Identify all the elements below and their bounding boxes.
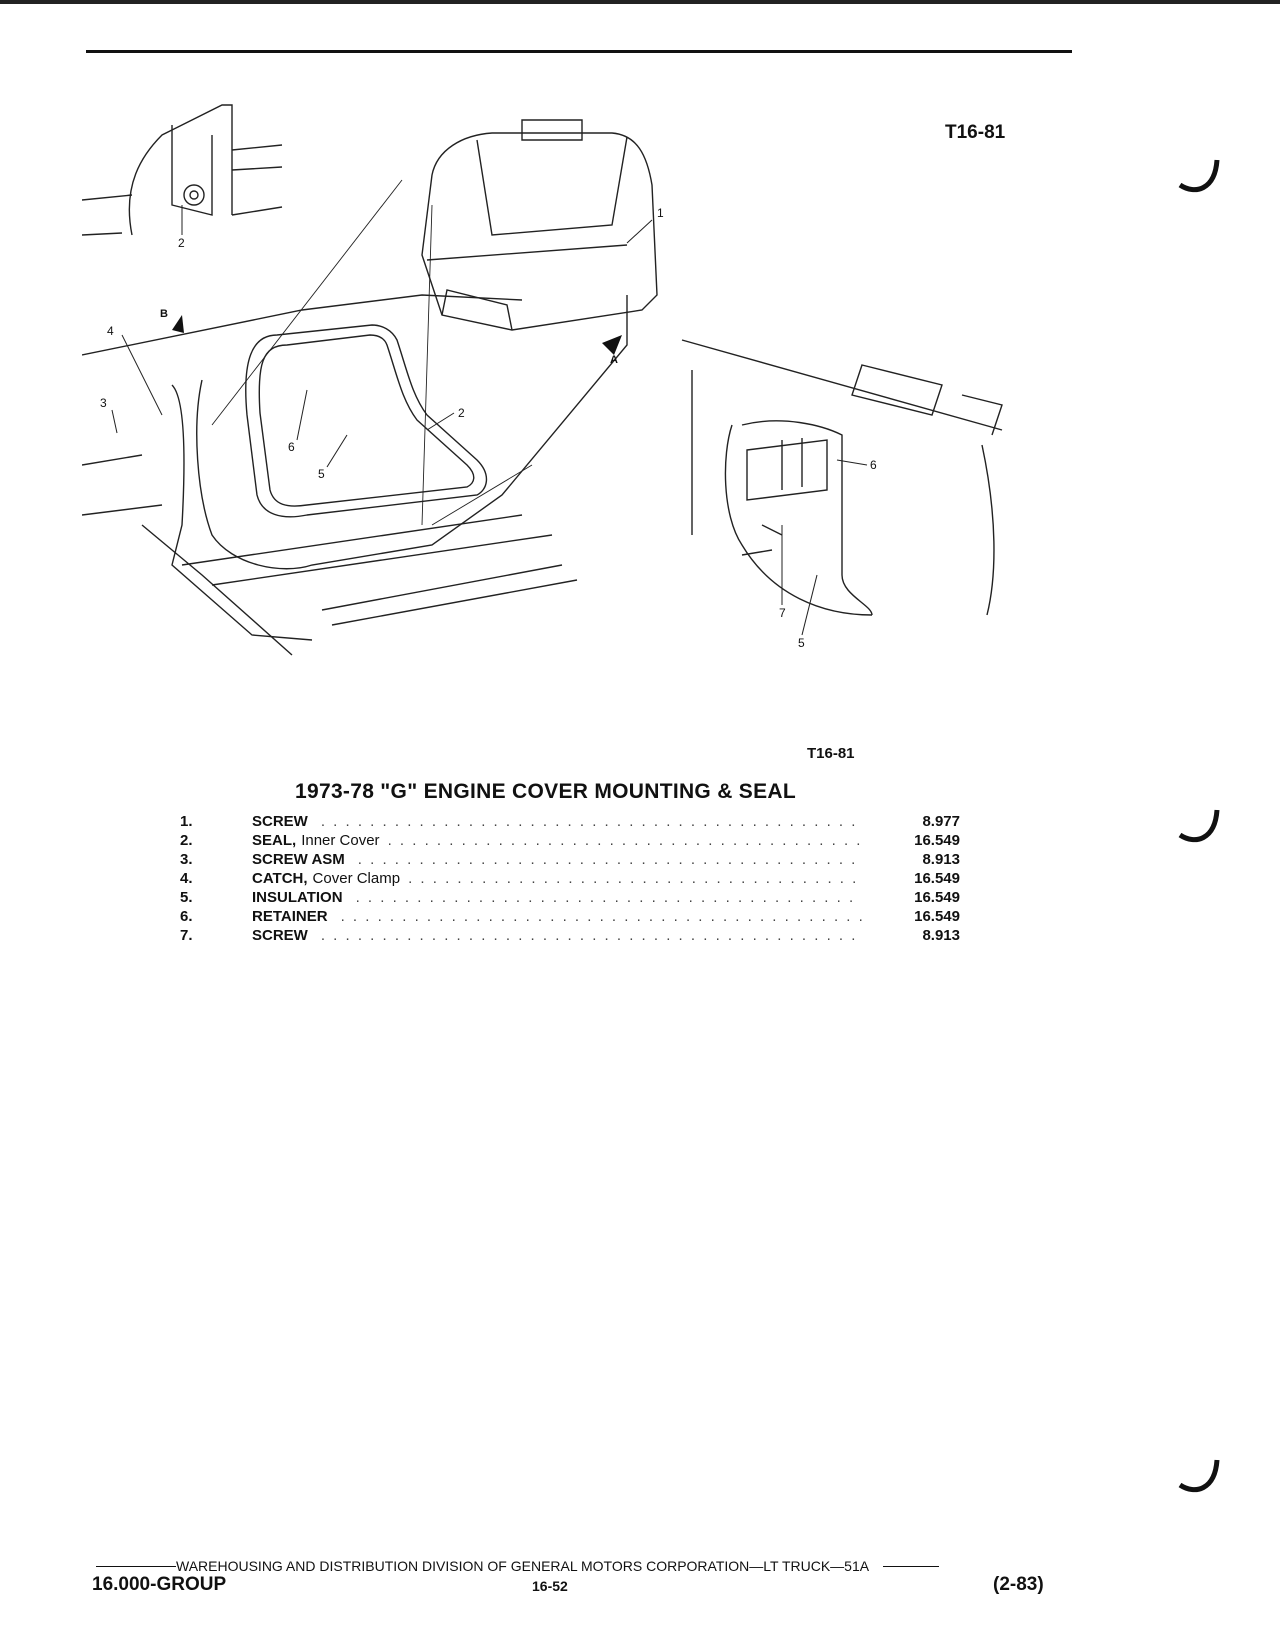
list-item: 2. SEAL, Inner Cover 16.549 <box>180 831 960 850</box>
item-description: SCREW ASM <box>252 850 870 869</box>
list-item: 5. INSULATION 16.549 <box>180 888 960 907</box>
callout-1: 1 <box>657 206 664 220</box>
header-rule <box>86 50 1072 53</box>
item-number: 5. <box>180 889 193 906</box>
footer-rule-right <box>883 1565 940 1567</box>
item-description: SEAL, Inner Cover <box>252 831 870 850</box>
dot-leader <box>408 869 862 888</box>
item-group-code: 16.549 <box>914 870 960 887</box>
item-detail: Inner Cover <box>301 832 380 849</box>
item-group-code: 8.913 <box>922 851 960 868</box>
footer-publisher-text: WAREHOUSING AND DISTRIBUTION DIVISION OF… <box>176 1558 870 1574</box>
engine-cover-diagram: 1 2 2 3 4 5 5 6 6 7 A B <box>82 104 1003 656</box>
callout-7: 7 <box>779 606 786 620</box>
item-group-code: 16.549 <box>914 889 960 906</box>
callout-leaders <box>111 205 868 636</box>
item-group-code: 8.977 <box>922 813 960 830</box>
list-item: 4. CATCH, Cover Clamp 16.549 <box>180 869 960 888</box>
item-name: RETAINER <box>252 908 328 925</box>
dot-leader <box>341 907 862 926</box>
item-number: 1. <box>180 813 193 830</box>
assembly-lines <box>211 179 533 526</box>
footer-publisher-line: WAREHOUSING AND DISTRIBUTION DIVISION OF… <box>96 1558 940 1574</box>
parts-list-title: 1973-78 "G" ENGINE COVER MOUNTING & SEAL <box>295 780 797 803</box>
item-description: SCREW <box>252 812 870 831</box>
callout-6: 6 <box>288 440 295 454</box>
callout-numbers: 1 2 2 3 4 5 5 6 6 7 <box>100 206 877 650</box>
footer-page-number: 16-52 <box>532 1578 568 1594</box>
figure-code-top: T16-81 <box>945 122 1006 143</box>
footer-rule-left <box>96 1565 176 1567</box>
item-number: 7. <box>180 927 193 944</box>
dot-leader <box>321 812 862 831</box>
item-description: SCREW <box>252 926 870 945</box>
view-arrows: A B <box>160 308 622 366</box>
callout-4: 4 <box>107 324 114 338</box>
item-description: CATCH, Cover Clamp <box>252 869 870 888</box>
callout-3: 3 <box>100 396 107 410</box>
dot-leader <box>356 888 862 907</box>
view-arrow-b-label: B <box>160 308 168 320</box>
item-number: 4. <box>180 870 193 887</box>
parts-list: 1. SCREW 8.977 2. SEAL, Inner Cover 16.5… <box>180 812 960 945</box>
callout-2-inset: 2 <box>178 236 185 250</box>
callout-5-detail: 5 <box>798 636 805 650</box>
binder-mark-middle <box>1178 809 1220 843</box>
list-item: 6. RETAINER 16.549 <box>180 907 960 926</box>
callout-6-detail: 6 <box>870 458 877 472</box>
view-arrow-a-label: A <box>610 354 618 366</box>
item-group-code: 8.913 <box>922 927 960 944</box>
catch-inset-sketch <box>82 104 283 236</box>
item-detail: Cover Clamp <box>312 870 401 887</box>
item-description: RETAINER <box>252 907 870 926</box>
item-description: INSULATION <box>252 888 870 907</box>
callout-5: 5 <box>318 467 325 481</box>
binder-mark-bottom <box>1178 1459 1220 1493</box>
footer-date: (2-83) <box>993 1574 1044 1595</box>
item-name: CATCH, <box>252 870 308 887</box>
item-name: SCREW <box>252 927 308 944</box>
item-name: INSULATION <box>252 889 343 906</box>
inner-cover-seal <box>245 324 488 518</box>
item-number: 2. <box>180 832 193 849</box>
list-item: 7. SCREW 8.913 <box>180 926 960 945</box>
dot-leader <box>358 850 862 869</box>
engine-cover-housing <box>421 119 658 331</box>
item-number: 3. <box>180 851 193 868</box>
item-name: SCREW ASM <box>252 851 345 868</box>
binder-mark-top <box>1178 159 1220 193</box>
callout-2: 2 <box>458 406 465 420</box>
item-name: SEAL, <box>252 832 297 849</box>
dot-leader <box>321 926 862 945</box>
retainer-detail-view <box>681 339 1003 616</box>
dot-leader <box>388 831 862 850</box>
footer-group: 16.000-GROUP <box>92 1574 227 1595</box>
list-item: 1. SCREW 8.977 <box>180 812 960 831</box>
figure-code-bottom: T16-81 <box>807 745 855 762</box>
item-group-code: 16.549 <box>914 832 960 849</box>
item-group-code: 16.549 <box>914 908 960 925</box>
vehicle-floor-outline <box>82 294 628 656</box>
item-number: 6. <box>180 908 193 925</box>
list-item: 3. SCREW ASM 8.913 <box>180 850 960 869</box>
item-name: SCREW <box>252 813 308 830</box>
top-edge-rule <box>0 0 1280 4</box>
